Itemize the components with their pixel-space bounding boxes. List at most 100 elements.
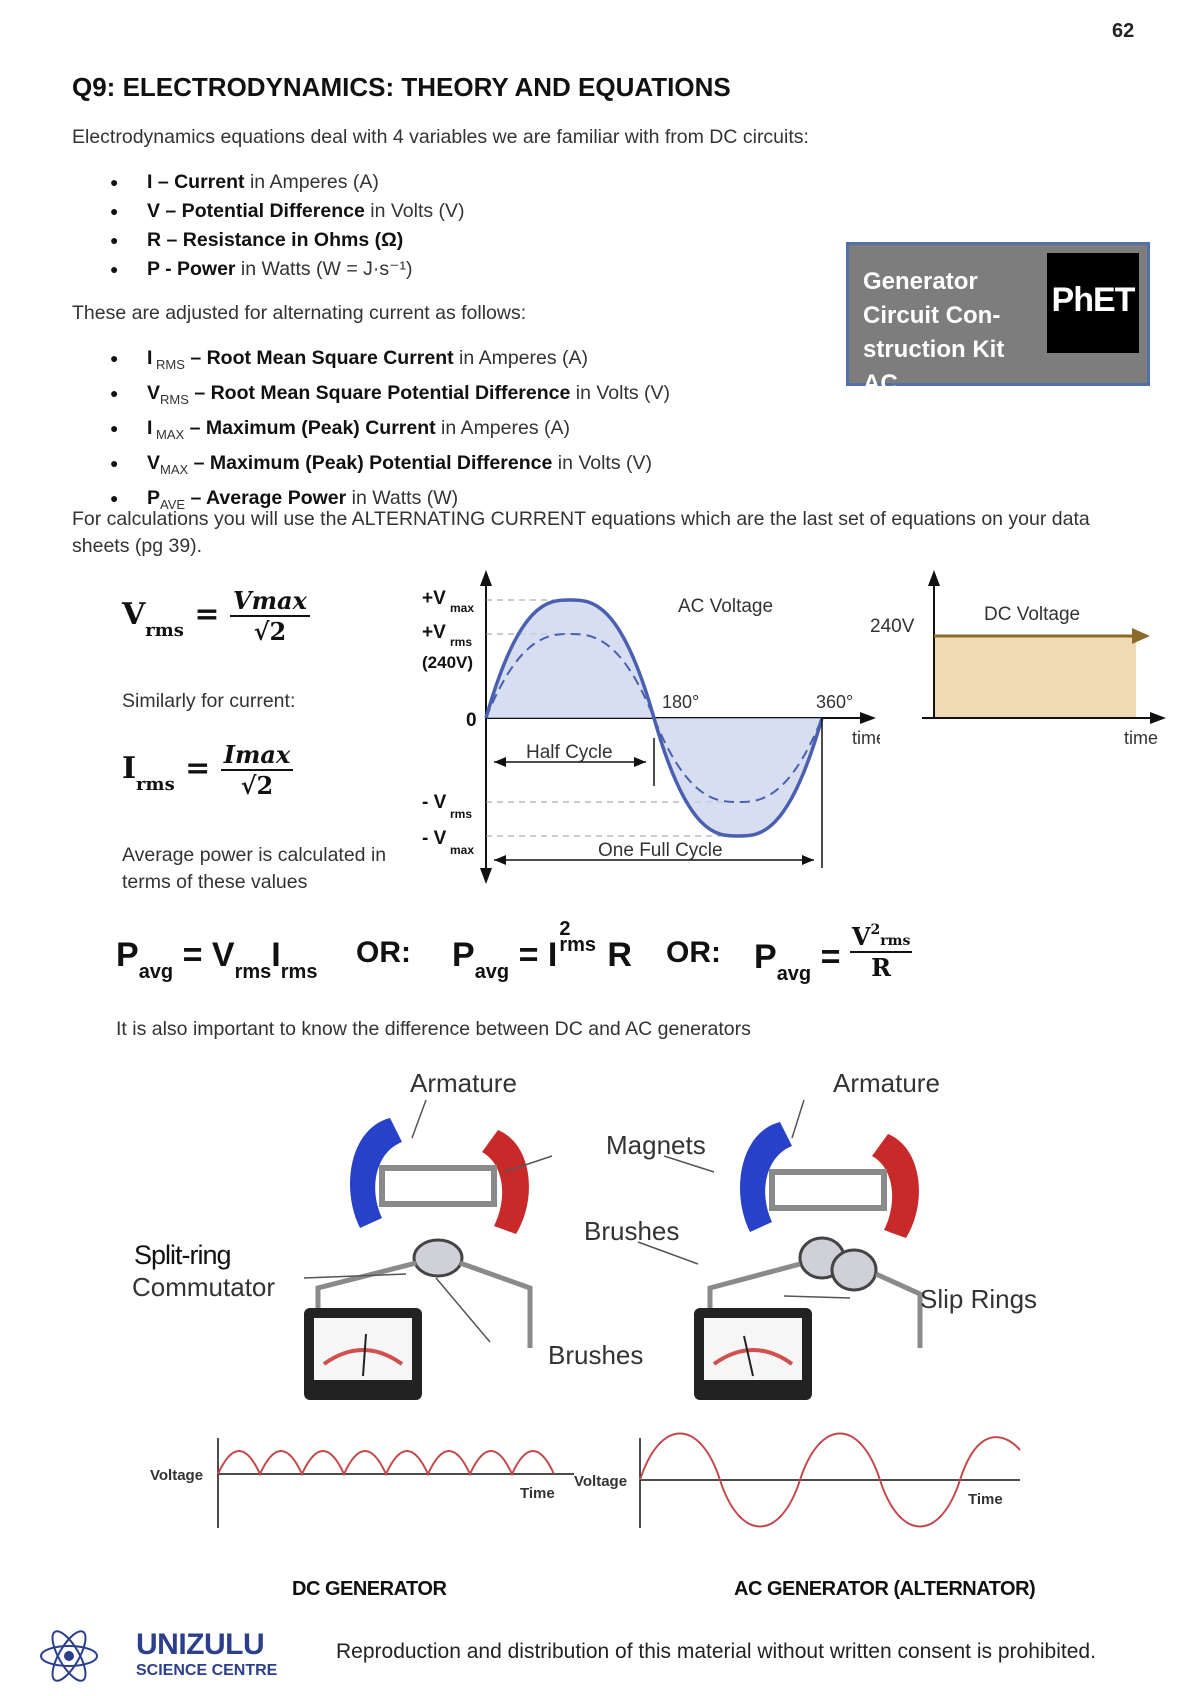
dc-pulsating-wave bbox=[217, 1450, 555, 1477]
axis-label: max bbox=[450, 601, 474, 615]
list-item: I MAX – Maximum (Peak) Current in Ampere… bbox=[110, 414, 670, 449]
full-cycle-label: One Full Cycle bbox=[598, 840, 723, 861]
ac-output-graph: Voltage Time bbox=[574, 1432, 1021, 1528]
dc-variable-list: I – Current in Amperes (A) V – Potential… bbox=[110, 168, 465, 284]
magnets-label: Magnets bbox=[606, 1130, 706, 1160]
deg-180-label: 180° bbox=[662, 692, 699, 712]
ac-variable-list: I RMS – Root Mean Square Current in Ampe… bbox=[110, 344, 670, 518]
axis-label: rms bbox=[450, 807, 472, 821]
phet-logo: PhET bbox=[1047, 253, 1139, 353]
y-axis-arrow-up bbox=[480, 570, 492, 586]
zero-label: 0 bbox=[466, 710, 477, 731]
page-number: 62 bbox=[1112, 20, 1135, 42]
arrowhead bbox=[634, 757, 646, 767]
atom-icon bbox=[40, 1630, 98, 1682]
list-item: VMAX – Maximum (Peak) Potential Differen… bbox=[110, 449, 670, 484]
label-leader bbox=[435, 1277, 491, 1343]
voltmeter-needle bbox=[743, 1335, 754, 1377]
list-item: PAVE – Average Power in Watts (W) bbox=[110, 484, 670, 519]
generator-intro: It is also important to know the differe… bbox=[116, 1018, 751, 1040]
time-label: time bbox=[1124, 728, 1158, 748]
commutator-label: Commutator bbox=[132, 1272, 275, 1302]
vrms-value-label: (240V) bbox=[422, 653, 473, 672]
phet-label: Generator Circuit Con-struction Kit AC bbox=[863, 268, 1005, 397]
arrowhead bbox=[494, 855, 506, 865]
list-item: VRMS – Root Mean Square Potential Differ… bbox=[110, 379, 670, 414]
neg-vrms-label: - V bbox=[422, 792, 447, 813]
dc-output-graph: Voltage Time bbox=[150, 1438, 574, 1528]
axis-label: rms bbox=[450, 635, 472, 649]
dc-voltage-title: DC Voltage bbox=[984, 604, 1080, 625]
generator-illustration: Armature Armature Magnets Brushes Split-… bbox=[132, 1068, 1037, 1528]
copyright-notice: Reproduction and distribution of this ma… bbox=[336, 1640, 1096, 1663]
deg-360-label: 360° bbox=[816, 692, 853, 712]
label-leader bbox=[791, 1099, 805, 1139]
magnet-red bbox=[872, 1134, 919, 1238]
avg-power-note: Average power is calculated in terms of … bbox=[122, 844, 387, 893]
dc-fill bbox=[934, 636, 1136, 718]
time-axis-label: Time bbox=[520, 1485, 555, 1502]
arrowhead bbox=[494, 757, 506, 767]
similar-note: Similarly for current: bbox=[122, 690, 296, 712]
time-axis-arrow bbox=[1150, 712, 1166, 724]
voltmeter-scale bbox=[322, 1348, 404, 1366]
dc-generator-caption: DC GENERATOR bbox=[292, 1578, 447, 1600]
list-item: I – Current in Amperes (A) bbox=[110, 168, 465, 197]
y-axis-arrow bbox=[928, 570, 940, 586]
label-leader bbox=[663, 1155, 715, 1173]
armature-coil bbox=[379, 1165, 497, 1207]
pavg-equation-1: Pavg = VrmsIrms bbox=[116, 936, 318, 983]
magnet-blue bbox=[740, 1122, 792, 1232]
phet-simulation-link[interactable]: Generator Circuit Con-struction Kit AC P… bbox=[846, 242, 1150, 397]
voltmeter-scale bbox=[712, 1348, 794, 1366]
dc-level-label: 240V bbox=[870, 616, 915, 637]
ac-generator-caption: AC GENERATOR (ALTERNATOR) bbox=[734, 1578, 1036, 1600]
brushes-label-ac: Brushes bbox=[584, 1216, 679, 1246]
label-leader bbox=[783, 1295, 851, 1299]
ac-generator bbox=[694, 1122, 923, 1400]
label-leader bbox=[303, 1273, 407, 1279]
ac-voltage-title: AC Voltage bbox=[678, 596, 773, 617]
arrowhead bbox=[802, 855, 814, 865]
label-leader bbox=[411, 1099, 427, 1139]
label-leader bbox=[503, 1155, 553, 1173]
vmax-label: +V bbox=[422, 588, 446, 609]
logo-name: UNIZULU bbox=[136, 1628, 265, 1661]
armature-label-ac: Armature bbox=[833, 1068, 940, 1098]
vrms-formula: Vrms = Vmax√2 bbox=[122, 586, 310, 646]
logo-subtitle: SCIENCE CENTRE bbox=[136, 1662, 278, 1679]
armature-label-dc: Armature bbox=[410, 1068, 517, 1098]
or-label-1: OR: bbox=[356, 936, 411, 969]
or-label-2: OR: bbox=[666, 936, 721, 969]
magnet-red bbox=[482, 1130, 529, 1234]
neg-vmax-label: - V bbox=[422, 828, 447, 849]
half-cycle-label: Half Cycle bbox=[526, 742, 613, 763]
ac-voltage-diagram: +V max +V rms (240V) 0 - V rms - V max A… bbox=[422, 570, 880, 884]
dc-voltage-diagram: 240V DC Voltage time bbox=[870, 570, 1166, 748]
voltmeter-needle bbox=[362, 1333, 367, 1377]
dc-generator bbox=[304, 1118, 533, 1400]
ac-sine-output bbox=[639, 1432, 1021, 1528]
irms-formula: Irms = Imax√2 bbox=[122, 740, 294, 800]
rms-dashed-wave bbox=[485, 632, 823, 804]
unizulu-logo: UNIZULU SCIENCE CENTRE bbox=[36, 1628, 296, 1686]
vrms-label: +V bbox=[422, 622, 446, 643]
voltage-axis-label: Voltage bbox=[150, 1467, 203, 1484]
slip-rings-label: Slip Rings bbox=[920, 1284, 1037, 1314]
magnet-blue bbox=[350, 1118, 402, 1228]
time-axis-label: Time bbox=[968, 1491, 1003, 1508]
voltage-axis-label: Voltage bbox=[574, 1473, 627, 1490]
page-title: Q9: ELECTRODYNAMICS: THEORY AND EQUATION… bbox=[72, 72, 731, 102]
list-item: I RMS – Root Mean Square Current in Ampe… bbox=[110, 344, 670, 379]
commutator bbox=[412, 1238, 464, 1278]
split-ring-label: Split-ring bbox=[134, 1240, 231, 1270]
ac-sine-wave bbox=[484, 598, 824, 838]
label-leader bbox=[637, 1241, 699, 1265]
list-item: R – Resistance in Ohms (Ω) bbox=[110, 226, 465, 255]
ac-intro-text: These are adjusted for alternating curre… bbox=[72, 302, 527, 324]
calc-note: For calculations you will use the ALTERN… bbox=[72, 508, 1090, 557]
time-axis-arrow bbox=[860, 712, 876, 724]
time-label: time bbox=[852, 728, 880, 748]
